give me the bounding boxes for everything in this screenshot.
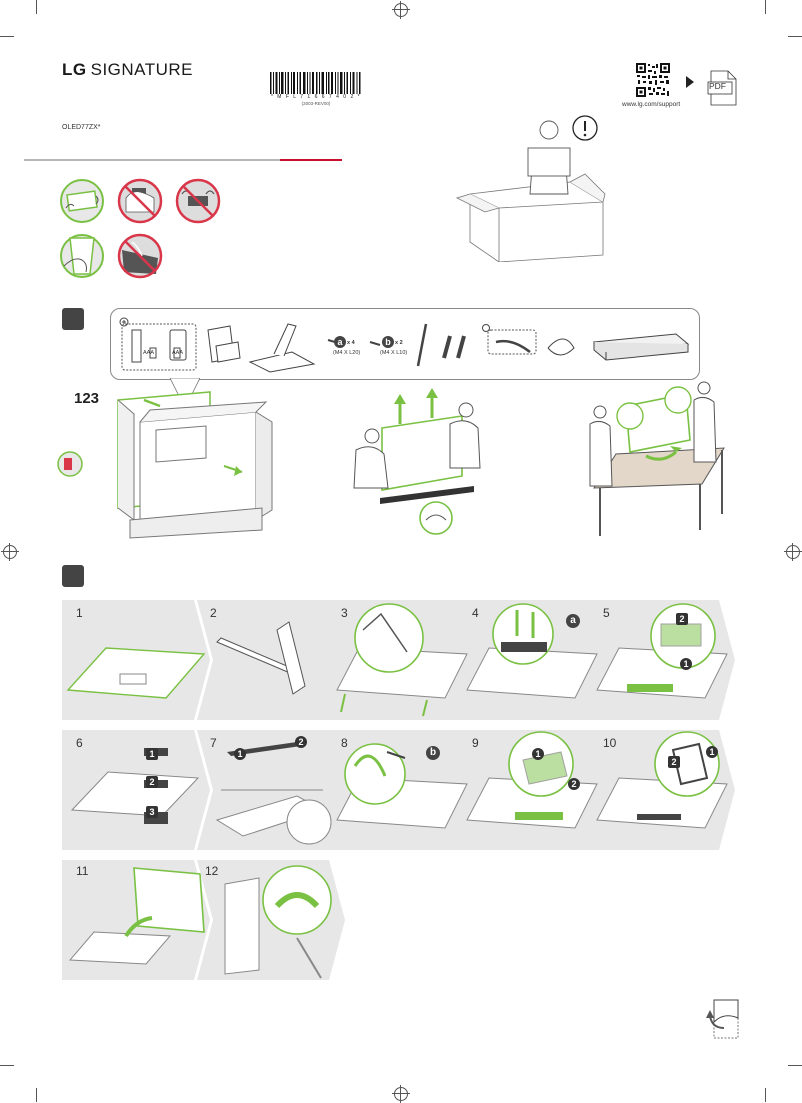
registration-mark bbox=[392, 1, 410, 19]
callout-step-1: 1 bbox=[234, 748, 246, 760]
callout-step-2: 2 bbox=[676, 613, 688, 625]
callout-step-2: 2 bbox=[295, 736, 307, 748]
header-divider-accent bbox=[280, 159, 342, 161]
handling-no-touch-circle bbox=[117, 233, 163, 279]
model-number: OLED77ZX* bbox=[62, 124, 101, 131]
step-number: 8 bbox=[341, 736, 348, 750]
step-panel-10 bbox=[587, 730, 735, 850]
people-count: 123 bbox=[74, 390, 100, 407]
parts-illustrations bbox=[119, 317, 690, 373]
step-number: 1 bbox=[76, 606, 83, 620]
barcode-revision: (2003-REV00) bbox=[301, 101, 331, 106]
barcode bbox=[270, 72, 361, 94]
screw-a-spec: (M4 X L20) bbox=[333, 350, 361, 356]
step-number: 7 bbox=[210, 736, 217, 750]
handling-no-top-circle bbox=[175, 178, 221, 224]
screw-b-qty: x 2 bbox=[395, 340, 403, 346]
assembly-panels bbox=[62, 600, 735, 980]
callout-badge-b: b bbox=[426, 746, 440, 760]
step-panel-6 bbox=[62, 730, 210, 850]
brand-lg: LG bbox=[62, 60, 87, 79]
step-number: 3 bbox=[341, 606, 348, 620]
step-panel-12 bbox=[197, 860, 345, 980]
handling-ok-hand-circle bbox=[60, 234, 104, 278]
unboxing-lift-tv bbox=[353, 388, 481, 535]
step-number: 5 bbox=[603, 606, 610, 620]
registration-mark bbox=[392, 1085, 410, 1103]
step-number: 10 bbox=[603, 736, 617, 750]
handling-no-flat-circle bbox=[117, 178, 163, 224]
cleaning-icon bbox=[62, 565, 84, 587]
handling-guidelines bbox=[60, 178, 221, 279]
screw-a-qty: x 4 bbox=[347, 340, 355, 346]
brand-signature: SIGNATURE bbox=[90, 60, 194, 79]
crop-mark bbox=[788, 36, 802, 37]
header-divider bbox=[24, 159, 342, 161]
step-number: 6 bbox=[76, 736, 83, 750]
step-panel-2 bbox=[197, 600, 345, 720]
crop-mark bbox=[0, 36, 14, 37]
step-number: 12 bbox=[205, 864, 219, 878]
step-panel-4 bbox=[457, 600, 605, 720]
callout-step-1: 1 bbox=[706, 746, 718, 758]
parts-list bbox=[110, 308, 700, 380]
crop-mark bbox=[0, 1065, 14, 1066]
callout-step-2: 2 bbox=[668, 756, 680, 768]
callout-step-1: 1 bbox=[532, 748, 544, 760]
registration-mark bbox=[1, 543, 19, 561]
step-panel-11 bbox=[62, 860, 210, 980]
screw-b-spec: (M4 X L10) bbox=[380, 350, 408, 356]
box-contents-icon bbox=[62, 308, 84, 330]
step-number: 11 bbox=[76, 864, 89, 878]
crop-mark bbox=[765, 0, 766, 14]
page-turn-icon[interactable] bbox=[704, 998, 740, 1040]
battery-label: AAA bbox=[143, 350, 155, 356]
step-panel-8 bbox=[327, 730, 475, 850]
support-url[interactable]: www.lg.com/support bbox=[622, 101, 681, 108]
registration-mark bbox=[784, 543, 802, 561]
step-panel-9 bbox=[457, 730, 605, 850]
crop-mark bbox=[788, 1065, 802, 1066]
step-number: 4 bbox=[472, 606, 479, 620]
play-arrow-icon bbox=[686, 76, 694, 88]
screw-b-badge: b bbox=[382, 336, 394, 348]
handling-ok-circle bbox=[60, 179, 104, 223]
crop-mark bbox=[36, 0, 37, 14]
step-panel-7 bbox=[197, 730, 345, 850]
screw-a-badge: a bbox=[334, 336, 346, 348]
callout-step-1: 1 bbox=[146, 748, 158, 760]
pdf-label: PDF bbox=[709, 81, 726, 91]
battery-label: AAA bbox=[172, 350, 184, 356]
crop-mark bbox=[765, 1088, 766, 1102]
box-warning-illustration bbox=[455, 115, 606, 262]
callout-step-1: 1 bbox=[680, 658, 692, 670]
step-panel-1 bbox=[62, 600, 210, 720]
callout-step-2: 2 bbox=[568, 778, 580, 790]
callout-step-3: 3 bbox=[146, 806, 158, 818]
step-panel-5 bbox=[587, 600, 735, 720]
unboxing-place-on-table bbox=[589, 381, 725, 536]
qr-code bbox=[636, 63, 670, 97]
unboxing-open-box bbox=[57, 391, 273, 539]
crop-mark bbox=[36, 1088, 37, 1102]
callout-badge-a: a bbox=[566, 614, 580, 628]
barcode-number: * M F L 7 1 6 6 7 4 0 2 * bbox=[270, 94, 362, 100]
pdf-file-icon[interactable] bbox=[707, 70, 737, 106]
step-number: 2 bbox=[210, 606, 217, 620]
step-number: 9 bbox=[472, 736, 479, 750]
step-panel-3 bbox=[327, 600, 475, 720]
callout-step-2: 2 bbox=[146, 776, 158, 788]
